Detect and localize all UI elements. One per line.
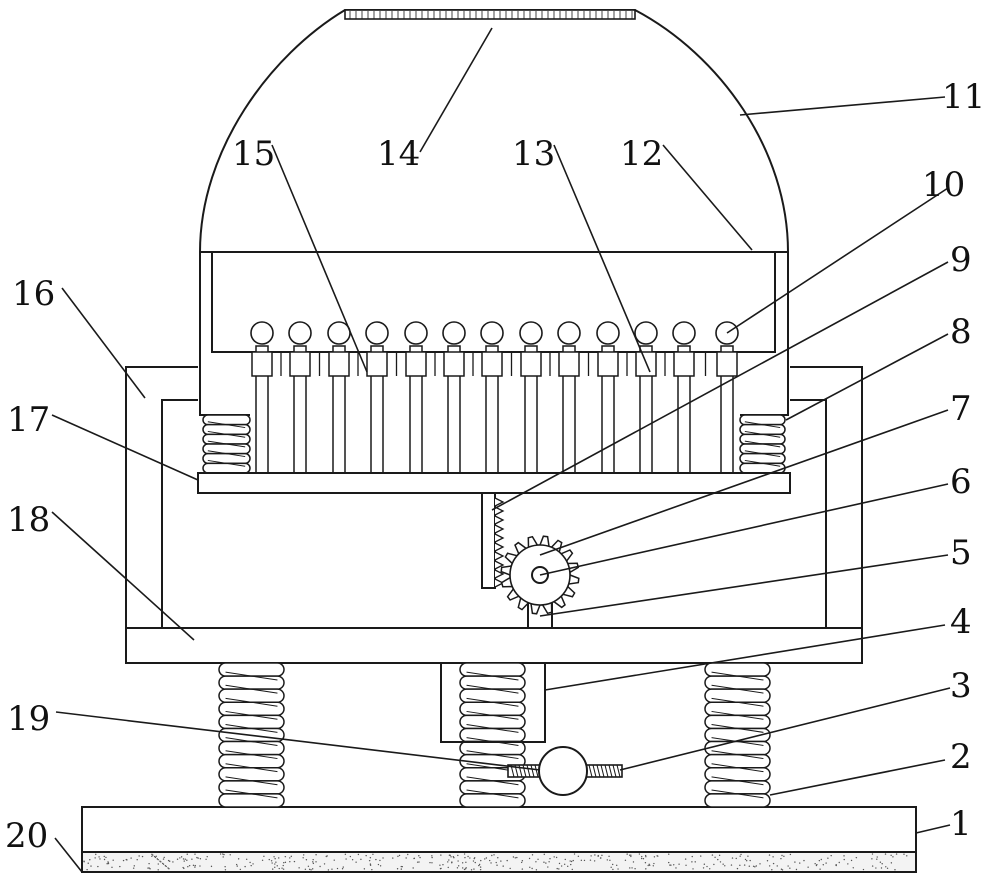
label-11: 11 (942, 77, 985, 117)
rod (672, 321, 696, 474)
label-12: 12 (620, 134, 663, 174)
ball (672, 321, 696, 345)
ball (404, 321, 428, 345)
rod (634, 321, 658, 474)
motor (538, 746, 588, 796)
bottom-plate (125, 627, 863, 664)
rod (480, 321, 504, 474)
rod (404, 321, 428, 474)
rod (250, 321, 274, 474)
label-10: 10 (922, 165, 965, 205)
rod (596, 321, 620, 474)
rod (327, 321, 351, 474)
label-3: 3 (950, 666, 972, 706)
label-16: 16 (12, 274, 55, 314)
outer-frame (125, 366, 863, 628)
rack (481, 492, 505, 589)
spring-coil (218, 662, 285, 808)
dome-housing (199, 9, 789, 253)
ball (442, 321, 466, 345)
base-plate (81, 806, 917, 853)
label-17: 17 (7, 400, 50, 440)
ball (519, 321, 543, 345)
leader-lines (51, 27, 951, 873)
ball (557, 321, 581, 345)
ball (480, 321, 504, 345)
ball (250, 321, 274, 345)
label-4: 4 (950, 602, 972, 642)
label-20: 20 (5, 816, 48, 856)
label-8: 8 (950, 312, 972, 352)
label-2: 2 (950, 737, 972, 777)
ball (596, 321, 620, 345)
label-14: 14 (377, 134, 420, 174)
label-7: 7 (950, 389, 972, 429)
side-springs (202, 414, 786, 474)
label-1: 1 (950, 804, 972, 844)
rod (288, 321, 312, 474)
rod (715, 321, 739, 474)
rod (519, 321, 543, 474)
label-13: 13 (512, 134, 555, 174)
label-5: 5 (950, 533, 972, 573)
center-sleeve (440, 663, 546, 743)
part-labels: 1 2 3 4 5 6 7 8 9 10 11 12 13 14 15 16 1… (5, 77, 985, 856)
label-18: 18 (7, 500, 50, 540)
spring-coil (739, 414, 786, 474)
ball (365, 321, 389, 345)
rod (442, 321, 466, 474)
spring-coil (202, 414, 251, 474)
moving-plate (197, 472, 791, 494)
ball (288, 321, 312, 345)
base-pad (81, 851, 917, 873)
spring-coil (459, 662, 526, 808)
hammer-rods (250, 321, 739, 474)
rod (365, 321, 389, 474)
label-6: 6 (950, 462, 972, 502)
label-19: 19 (7, 699, 50, 739)
rod (557, 321, 581, 474)
ball (634, 321, 658, 345)
spring-coil (704, 662, 771, 808)
label-9: 9 (950, 240, 972, 280)
label-15: 15 (232, 134, 275, 174)
lower-springs (218, 662, 771, 808)
